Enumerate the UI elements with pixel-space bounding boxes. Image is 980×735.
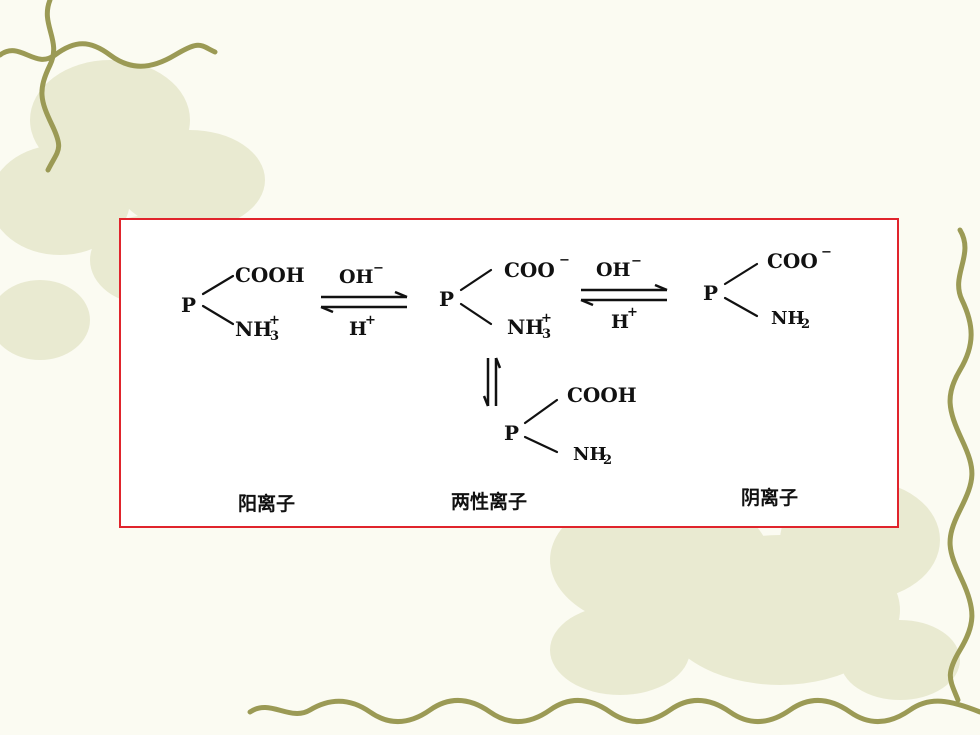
equilibrium-arrow-1: OH − H + xyxy=(320,261,408,340)
zwitterion-group-bottom: NH xyxy=(507,315,544,339)
cation-group-top: COOH xyxy=(235,263,305,287)
zwitterion-bottom-charge: + xyxy=(541,311,552,326)
anion-structure: P COO − NH 2 xyxy=(703,245,832,332)
arrow2-top-label: OH xyxy=(596,259,631,281)
zwitterion-bottom-subscript: 3 xyxy=(542,327,551,342)
zwitterion-group-top: COO xyxy=(504,258,555,282)
anion-group-bottom: NH xyxy=(771,308,804,329)
cation-upper-bond xyxy=(201,274,235,296)
reaction-diagram-frame: P COOH NH + 3 OH − H + P COO − NH xyxy=(119,218,899,528)
anion-bottom-subscript: 2 xyxy=(801,317,810,332)
vertical-equilibrium-arrow xyxy=(482,357,502,407)
neutral-p-label: P xyxy=(504,421,519,445)
cation-bottom-subscript: 3 xyxy=(270,329,279,344)
neutral-upper-bond xyxy=(523,398,559,425)
arrow1-top-charge: − xyxy=(373,261,384,276)
zwitterion-p-label: P xyxy=(439,287,454,311)
anion-lower-bond xyxy=(723,296,759,318)
neutral-group-top: COOH xyxy=(567,383,637,407)
neutral-lower-bond xyxy=(523,435,559,454)
cation-structure: P COOH NH + 3 xyxy=(181,263,305,344)
cation-p-label: P xyxy=(181,293,196,317)
vine-ornament-top-left xyxy=(0,0,218,173)
anion-p-label: P xyxy=(703,281,718,305)
vine-ornament-right xyxy=(947,227,975,703)
arrow1-bottom-charge: + xyxy=(365,313,376,328)
zwitterion-upper-bond xyxy=(459,268,493,292)
neutral-structure: P COOH NH 2 xyxy=(504,383,637,468)
amino-acid-equilibrium-diagram: P COOH NH + 3 OH − H + P COO − NH xyxy=(181,245,832,515)
arrow1-top-label: OH xyxy=(339,266,374,288)
equilibrium-arrow-2: OH − H + xyxy=(580,254,668,333)
anion-top-charge: − xyxy=(821,245,832,260)
cation-lower-bond xyxy=(201,304,235,326)
neutral-bottom-subscript: 2 xyxy=(603,453,612,468)
cation-group-bottom: NH xyxy=(235,317,272,341)
arrow1-bottom-label: H xyxy=(349,318,367,340)
cation-bottom-charge: + xyxy=(269,313,280,328)
zwitterion-structure: P COO − NH + 3 xyxy=(439,253,570,342)
caption-zwitterion: 两性离子 xyxy=(451,490,527,513)
arrow2-bottom-charge: + xyxy=(627,305,638,320)
arrow2-bottom-label: H xyxy=(611,311,629,333)
caption-cation: 阳离子 xyxy=(238,492,295,515)
arrow2-top-charge: − xyxy=(631,254,642,269)
zwitterion-lower-bond xyxy=(459,302,493,326)
vine-ornament-bottom xyxy=(247,697,980,725)
caption-anion: 阴离子 xyxy=(741,486,798,509)
anion-group-top: COO xyxy=(767,249,818,273)
zwitterion-top-charge: − xyxy=(559,253,570,268)
anion-upper-bond xyxy=(723,262,759,286)
neutral-group-bottom: NH xyxy=(573,444,606,465)
